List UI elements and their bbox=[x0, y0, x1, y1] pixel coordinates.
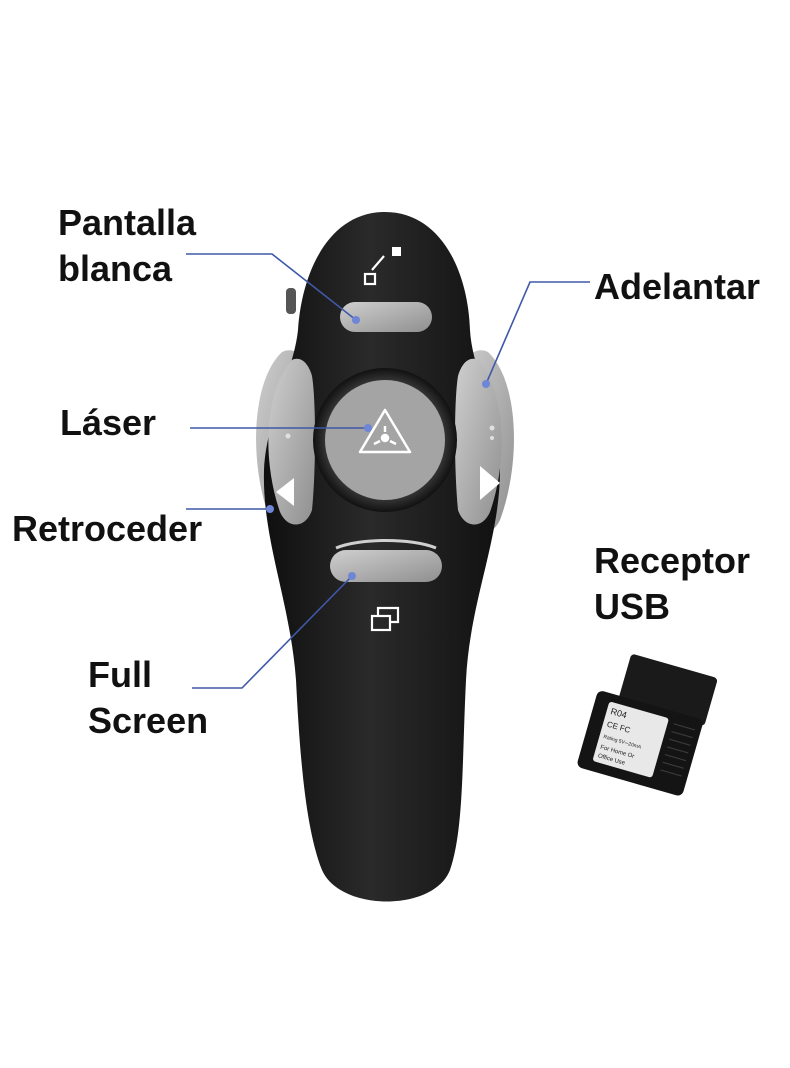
laser-warning-icon bbox=[358, 408, 412, 454]
fullscreen-windows-icon bbox=[370, 606, 400, 632]
label-retroceder: Retroceder bbox=[12, 508, 203, 549]
right-indicator-dot-2 bbox=[490, 436, 494, 440]
leader-dots bbox=[266, 316, 490, 580]
leader-adelantar bbox=[485, 281, 590, 385]
blank-screen-icon bbox=[363, 247, 401, 286]
leader-full bbox=[192, 575, 353, 689]
label-adelantar: Adelantar bbox=[594, 266, 761, 307]
triangle-left-icon[interactable] bbox=[276, 478, 294, 506]
leader-pantalla bbox=[186, 253, 357, 321]
left-grip-overlay bbox=[268, 358, 315, 525]
label-pantalla-line2: blanca bbox=[58, 248, 173, 289]
label-receptor-usb: Receptor USB bbox=[594, 538, 750, 630]
right-indicator-dot bbox=[489, 425, 495, 431]
blank-screen-button[interactable] bbox=[340, 302, 432, 332]
fullscreen-button[interactable] bbox=[330, 550, 442, 582]
dongle-model: R04 bbox=[609, 706, 628, 720]
left-indicator-dot bbox=[285, 433, 291, 439]
label-full-line1: Full bbox=[88, 654, 152, 695]
label-pantalla-blanca: Pantalla blanca bbox=[58, 200, 196, 292]
label-receptor-line2: USB bbox=[594, 586, 671, 627]
label-full-screen: Full Screen bbox=[88, 652, 208, 744]
usb-receiver: R04 CE FC Rating 5V⎓20mA For Home Or Off… bbox=[577, 654, 718, 796]
label-full-line2: Screen bbox=[88, 700, 209, 741]
fullscreen-button-highlight bbox=[335, 539, 437, 550]
triangle-right-icon[interactable] bbox=[480, 466, 500, 500]
label-receptor-line1: Receptor bbox=[594, 540, 751, 581]
leader-lines bbox=[186, 253, 590, 689]
power-switch[interactable] bbox=[286, 288, 296, 314]
label-pantalla-line1: Pantalla bbox=[58, 202, 197, 243]
label-laser: Láser bbox=[60, 402, 157, 443]
